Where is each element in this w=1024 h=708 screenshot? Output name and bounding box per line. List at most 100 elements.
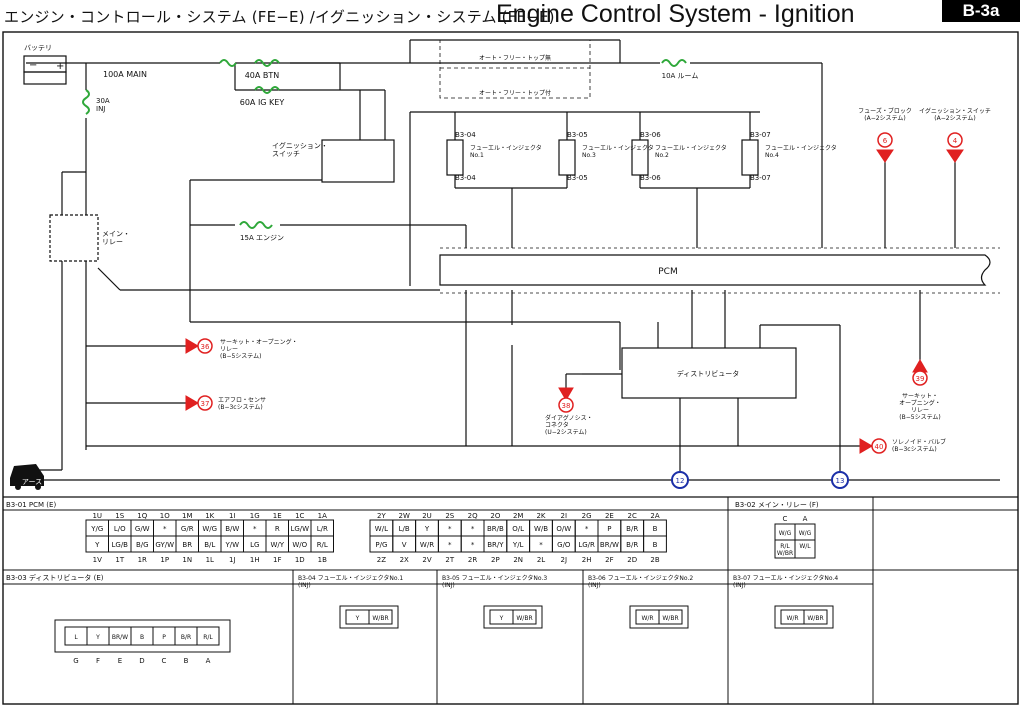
b3-01-left-pin: 1E	[273, 512, 282, 520]
ref-37-arrow-icon	[185, 395, 199, 411]
b3-01-right-pin: 2D	[627, 556, 637, 564]
b3-01-left-cell: BR	[182, 541, 192, 549]
b3_04-cell: W/BR	[372, 615, 388, 622]
injector-code: B3-05	[567, 174, 588, 182]
b3-01-right-pin: 2G	[582, 512, 592, 520]
fuse-10a-icon	[661, 59, 687, 67]
ref-4-arrow-icon	[946, 149, 964, 163]
ref-number: 36	[201, 343, 210, 351]
b3-01-right-pin: 2K	[536, 512, 545, 520]
inj-fuse-label: 30A	[96, 97, 110, 105]
b3-01-left-cell: R	[275, 525, 280, 533]
fuse-60a-icon	[254, 86, 280, 94]
fuse-block-label: (A−2システム)	[864, 115, 905, 122]
injector-label: フューエル・インジェクタ	[655, 144, 727, 152]
main-relay-box	[49, 214, 99, 262]
diag-conn-label: (U−2システム)	[545, 429, 587, 436]
pcm-box	[439, 254, 991, 286]
b3-01-right-cell: *	[448, 525, 452, 533]
b3-01-left-pin: 1Q	[137, 512, 147, 520]
injector-3-icon	[558, 139, 576, 176]
b3-03-pin: F	[96, 657, 100, 665]
b3-02-title: B3-02 メイン・リレー (F)	[735, 501, 819, 509]
b3-03-pin: E	[118, 657, 122, 665]
ref-number: 13	[836, 477, 845, 485]
engine-fuse-label: 15A エンジン	[240, 234, 284, 242]
b3-01-right-pin: 2V	[422, 556, 431, 564]
inj-fuse-label: INJ	[96, 105, 105, 113]
b3-03-cell: R/L	[203, 634, 213, 641]
b3-03-cell: B/R	[181, 634, 191, 641]
b3-03-cell: P	[162, 634, 166, 641]
b3-01-right-cell: G/O	[557, 541, 571, 549]
b3-01-right-pin: 2E	[605, 512, 614, 520]
b3-01-right-pin: 2I	[561, 512, 568, 520]
circuit-relay-label: (B−5システム)	[220, 353, 261, 360]
airflow-label: (B−3cシステム)	[218, 404, 263, 411]
b3-01-right-cell: P/G	[375, 541, 387, 549]
b3-01-right-cell: O/L	[512, 525, 524, 533]
fuse-100a-icon	[219, 59, 237, 67]
b3-01-left-pin: 1N	[182, 556, 192, 564]
b3-01-left-pin: 1C	[295, 512, 304, 520]
b3-03-pin: C	[162, 657, 167, 665]
injector-code: B3-06	[640, 131, 661, 139]
auto-free-label-2: オート・フリー・トップ付	[479, 89, 551, 97]
ref-6-arrow-icon	[876, 149, 894, 163]
ignition-switch-label: イグニッション・	[272, 141, 328, 150]
b3-01-right-pin: 2Y	[377, 512, 386, 520]
battery-icon: − +	[23, 55, 67, 85]
b3-01-right-cell: *	[471, 541, 475, 549]
b3-01-left-cell: LG	[250, 541, 259, 549]
b3-07-title: (INJ)	[733, 582, 746, 589]
b3_07-cell: W/BR	[807, 615, 823, 622]
b3-03-pin: A	[206, 657, 211, 665]
distributor-box	[621, 347, 797, 399]
b3-01-right-pin: 2R	[468, 556, 477, 564]
b3-02-cell: R/L	[780, 543, 790, 550]
svg-text:+: +	[56, 61, 64, 72]
b3_04-outline	[339, 605, 399, 629]
injector-label: No.2	[655, 152, 669, 159]
b3-04-title: (INJ)	[298, 582, 311, 589]
injector-4-icon	[741, 139, 759, 176]
b3-01-left-pin: 1T	[115, 556, 124, 564]
auto-free-label-1: オート・フリー・トップ無	[479, 54, 551, 62]
b3-04-title: B3-04 フューエル・インジェクタNo.1	[298, 574, 403, 582]
b3-01-right-cell: *	[585, 525, 589, 533]
b3-01-right-cell: L/B	[399, 525, 410, 533]
b3-01-left-cell: W/G	[202, 525, 217, 533]
b3-01-left-pin: 1S	[115, 512, 124, 520]
b3-03-outline	[54, 619, 231, 653]
b3-01-left-cell: LG/W	[290, 525, 309, 533]
b3_05-outline	[483, 605, 543, 629]
b3-02-cell: W/L	[799, 543, 811, 550]
b3-01-left-pin: 1G	[250, 512, 260, 520]
b3-03-pin: G	[73, 657, 78, 665]
b3-01-left-cell: *	[163, 525, 167, 533]
b3-01-right-pin: 2F	[605, 556, 613, 564]
b3-01-left-pin: 1B	[318, 556, 327, 564]
ign-switch-ref-label: (A−2システム)	[934, 115, 975, 122]
b3-01-right-cell: *	[471, 525, 475, 533]
injector-code: B3-07	[750, 131, 771, 139]
b3-03-cell: B	[140, 634, 144, 641]
b3-01-right-cell: O/W	[556, 525, 571, 533]
b3_07-cell: W/R	[786, 615, 798, 622]
ign-switch-ref-label: イグニッション・スイッチ	[919, 107, 991, 115]
b3-06-title: (INJ)	[588, 582, 601, 589]
injector-label: No.1	[470, 152, 484, 159]
airflow-label: エアフロ・センサ	[218, 397, 266, 404]
b3-01-right-pin: 2Q	[468, 512, 478, 520]
b3-01-right-pin: 2W	[399, 512, 410, 520]
b3-01-left-cell: Y	[94, 541, 100, 549]
ref-36-arrow-icon	[185, 338, 199, 354]
b3-01-right-cell: BR/W	[600, 541, 619, 549]
battery-label: バッテリ	[24, 44, 52, 52]
b3-01-right-cell: B	[653, 541, 658, 549]
ref-number: 12	[676, 477, 685, 485]
b3-01-left-cell: L/O	[114, 525, 126, 533]
injector-label: フューエル・インジェクタ	[582, 144, 654, 152]
ref-40-arrow-icon	[859, 438, 873, 454]
b3-01-right-cell: W/R	[420, 541, 434, 549]
